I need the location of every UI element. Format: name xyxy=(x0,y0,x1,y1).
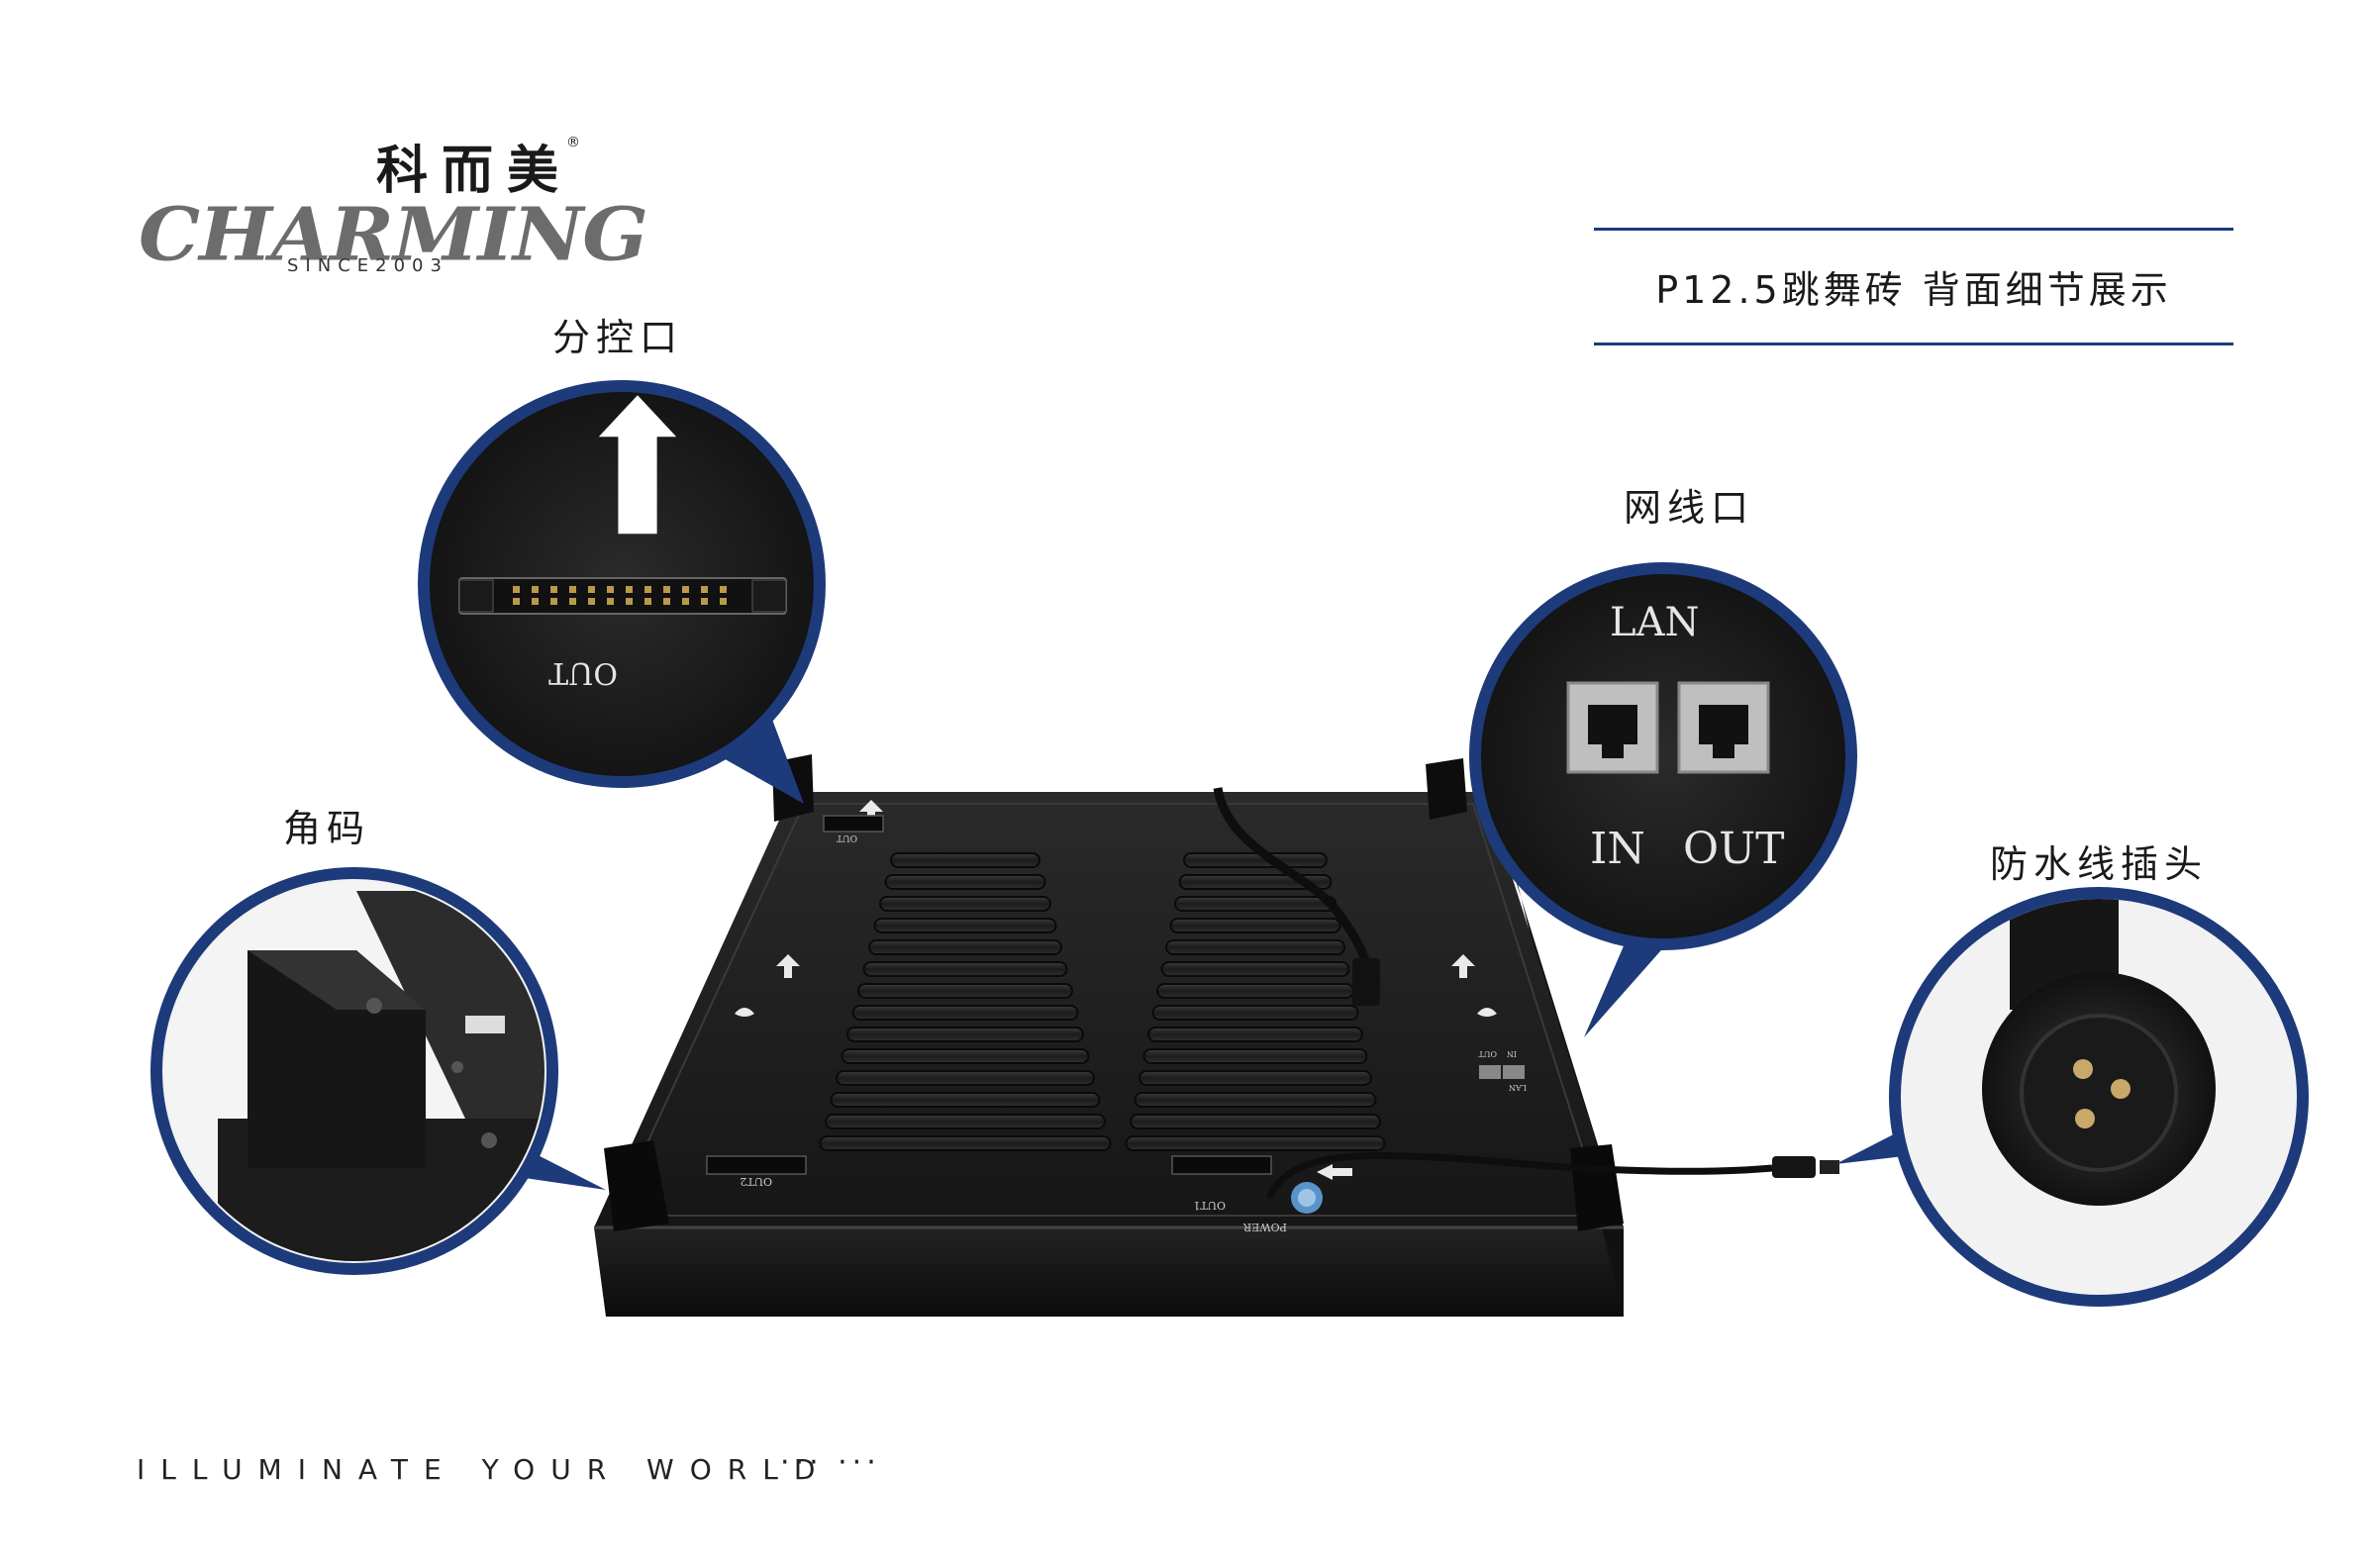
callout-label-corner-code: 角码 xyxy=(283,807,371,850)
tile-panel xyxy=(594,782,1624,1317)
callout-label-waterproof-plug: 防水线插头 xyxy=(1990,842,2209,886)
registered-mark: ® xyxy=(566,135,580,150)
front-cable xyxy=(1265,1151,1773,1200)
zoom-waterproof-plug xyxy=(1889,887,2309,1307)
panel-label-out2: OUT2 xyxy=(740,1175,772,1188)
corner-bracket-front-left xyxy=(604,1140,669,1231)
panel-connector-out2 xyxy=(706,1155,807,1175)
panel-connector-out xyxy=(823,815,884,833)
panel-label-out1: OUT1 xyxy=(1193,1199,1226,1212)
zoom-control-port: OUT xyxy=(418,380,826,788)
zoom-network-port: LAN IN OUT xyxy=(1469,562,1857,950)
title-rule-bottom xyxy=(1594,343,2233,345)
callout-label-control-port: 分控口 xyxy=(552,316,684,359)
corner-bracket-rear-right xyxy=(1426,758,1467,820)
page-title: P12.5跳舞砖 背面细节展示 xyxy=(1655,268,2172,312)
vent-ribs-left xyxy=(819,852,1112,1151)
handle-glyph-icon xyxy=(735,1008,1497,1017)
zoom-label-control-out: OUT xyxy=(548,655,618,690)
zoom-label-lan-out: OUT xyxy=(1683,824,1785,874)
pointer-control-port xyxy=(713,693,804,804)
panel-lan-jack xyxy=(1479,1065,1525,1079)
panel-label-power: POWER xyxy=(1242,1221,1287,1233)
zoom-label-lan: LAN xyxy=(1610,600,1699,645)
title-rule-top xyxy=(1594,228,2233,231)
corner-bracket-front-right xyxy=(1570,1144,1624,1231)
panel-label-out: OUT xyxy=(837,833,857,842)
panel-label-lan-out: OUT xyxy=(1478,1049,1497,1058)
vent-ribs-right xyxy=(1125,852,1386,1151)
panel-connector-out1 xyxy=(1171,1155,1272,1175)
brand-since: SINCE2003 xyxy=(287,255,448,276)
brand-wordmark: CHARMING xyxy=(139,192,648,278)
tagline: ILLUMINATE YOUR WORLD xyxy=(137,1453,832,1486)
callout-label-network-port: 网线口 xyxy=(1624,486,1755,530)
panel-arrow-icon xyxy=(776,800,1475,1180)
brand-name-cn: 科而美 xyxy=(376,142,573,201)
zoom-label-lan-in: IN xyxy=(1590,824,1645,874)
tagline-dots: ··· ··· xyxy=(780,1445,881,1480)
panel-label-lan: LAN xyxy=(1509,1083,1527,1092)
panel-label-lan-in: IN xyxy=(1507,1049,1517,1058)
zoom-corner-code xyxy=(150,867,558,1275)
brand-logo: 科而美 ® CHARMING SINCE2003 xyxy=(139,129,648,287)
